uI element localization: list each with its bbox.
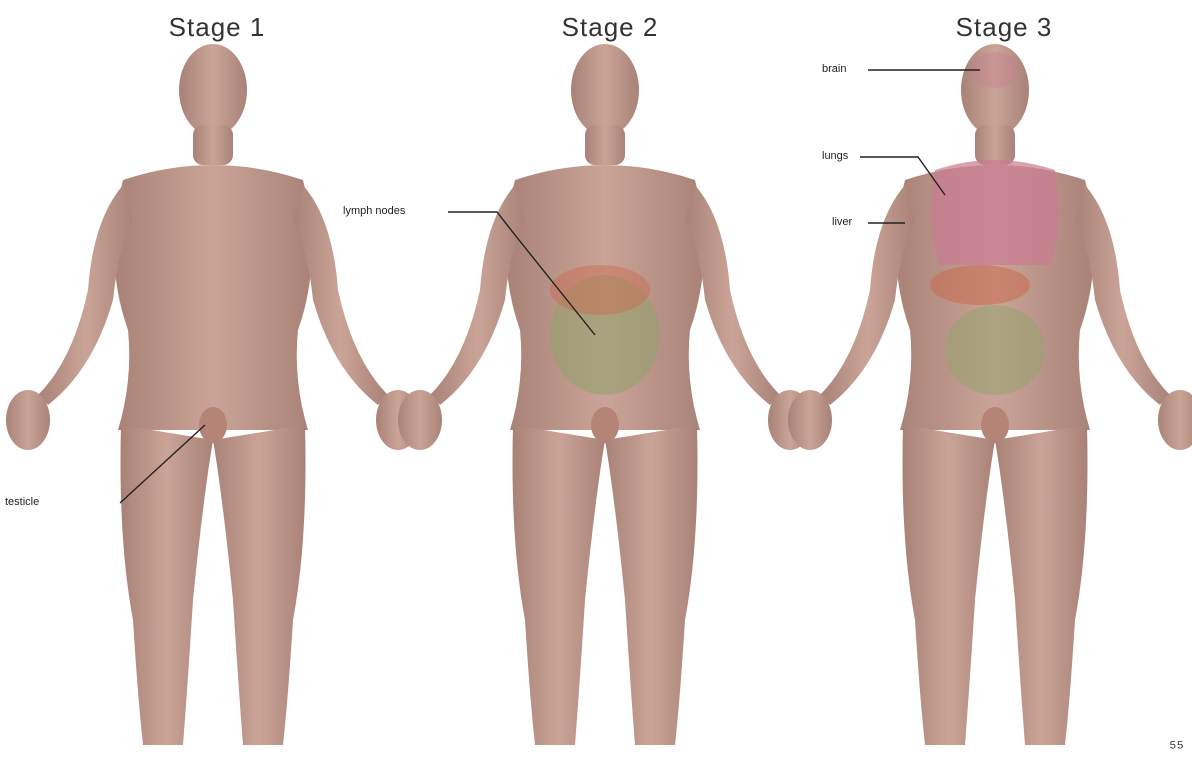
stage-3-title: Stage 3 — [904, 12, 1104, 43]
lymph-region — [945, 305, 1045, 395]
figure-stage-3 — [788, 44, 1192, 745]
label-testicle: testicle — [5, 496, 39, 508]
stage-2-title: Stage 2 — [510, 12, 710, 43]
corner-mark: ⁵⁵ — [1169, 737, 1184, 758]
stage-1-title: Stage 1 — [117, 12, 317, 43]
liver-region — [930, 265, 1030, 305]
label-lymph-nodes: lymph nodes — [343, 205, 405, 217]
label-liver: liver — [832, 216, 852, 228]
label-brain: brain — [822, 63, 846, 75]
figure-stage-1 — [6, 44, 420, 745]
lungs-region — [931, 160, 1059, 265]
label-lungs: lungs — [822, 150, 848, 162]
figure-stage-2 — [398, 44, 812, 745]
organ-region — [550, 265, 650, 315]
